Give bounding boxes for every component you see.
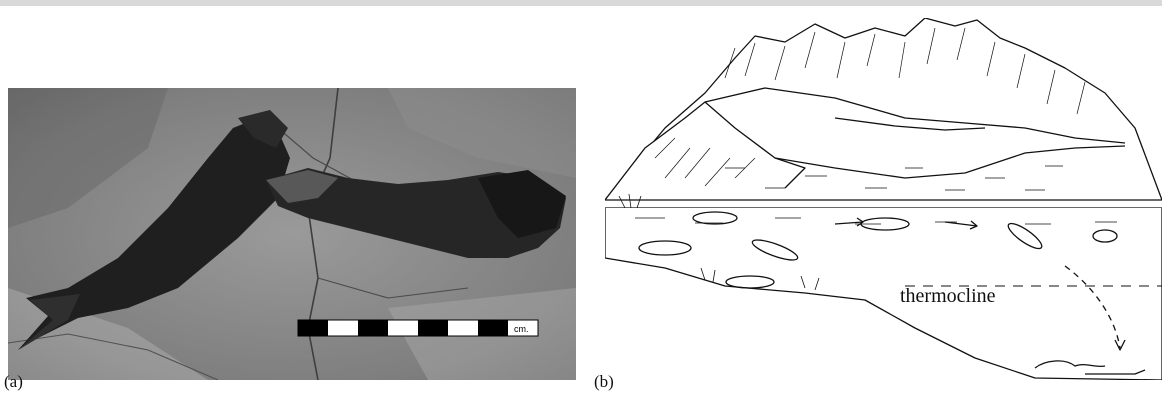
fossil-photo: cm. — [8, 88, 576, 380]
scale-unit: cm. — [514, 324, 529, 334]
panel-b-label: (b) — [594, 372, 614, 392]
thermocline-label: thermocline — [900, 285, 996, 308]
top-border — [0, 0, 1162, 6]
lake-diagram — [605, 18, 1162, 380]
panel-a-label: (a) — [4, 372, 23, 392]
